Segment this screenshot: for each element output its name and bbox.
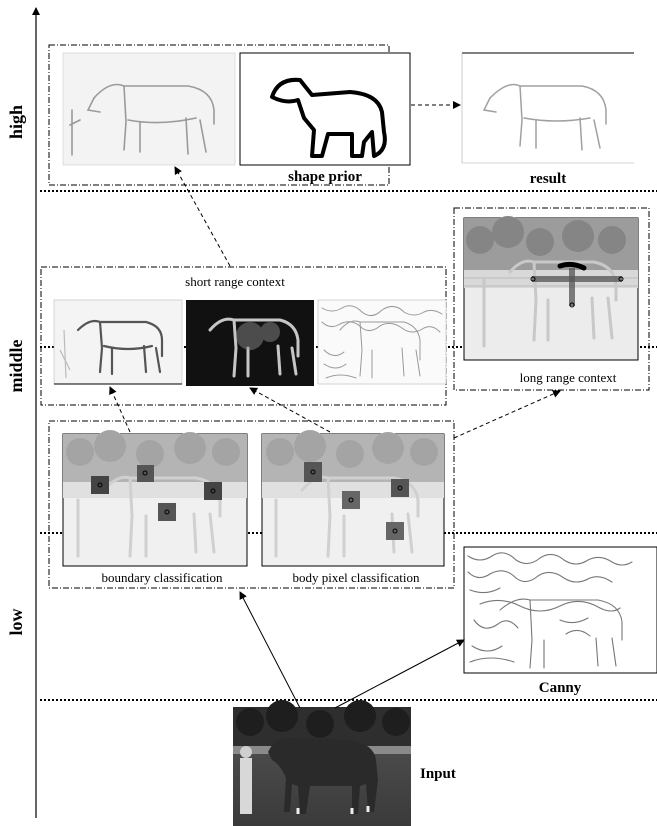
input-photo xyxy=(233,700,411,826)
arrow-body-to-probability-map xyxy=(250,388,330,432)
result-image xyxy=(462,53,634,163)
short-range-boundary-map xyxy=(54,300,182,384)
level-high-label: high xyxy=(6,105,26,139)
long-range-context-label: long range context xyxy=(520,370,617,385)
result-label: result xyxy=(530,171,566,187)
short-range-context-label: short range context xyxy=(185,274,285,289)
input-label: Input xyxy=(420,766,456,782)
shape-prior-label: shape prior xyxy=(288,169,362,185)
body-pixel-classification-label: body pixel classification xyxy=(292,570,420,585)
arrow-input-to-classification xyxy=(240,592,300,708)
level-middle-label: middle xyxy=(6,339,26,392)
boundary-classification-label: boundary classification xyxy=(102,570,223,585)
long-range-context-image xyxy=(464,216,638,360)
canny-edge-image xyxy=(464,547,657,673)
short-range-probability-map xyxy=(186,300,314,386)
arrow-boundary-to-short-range xyxy=(110,387,130,432)
arrow-classification-to-long-range xyxy=(454,391,560,438)
arrow-input-to-canny xyxy=(335,640,464,708)
body-pixel-classification-image xyxy=(262,430,444,566)
level-low-label: low xyxy=(6,608,26,635)
canny-label: Canny xyxy=(539,680,582,696)
short-range-edge-map xyxy=(318,300,446,384)
high-edge-image xyxy=(63,53,235,165)
boundary-classification-image xyxy=(63,430,247,566)
shape-prior-image xyxy=(240,53,410,165)
arrow-short-range-to-high xyxy=(175,167,230,266)
